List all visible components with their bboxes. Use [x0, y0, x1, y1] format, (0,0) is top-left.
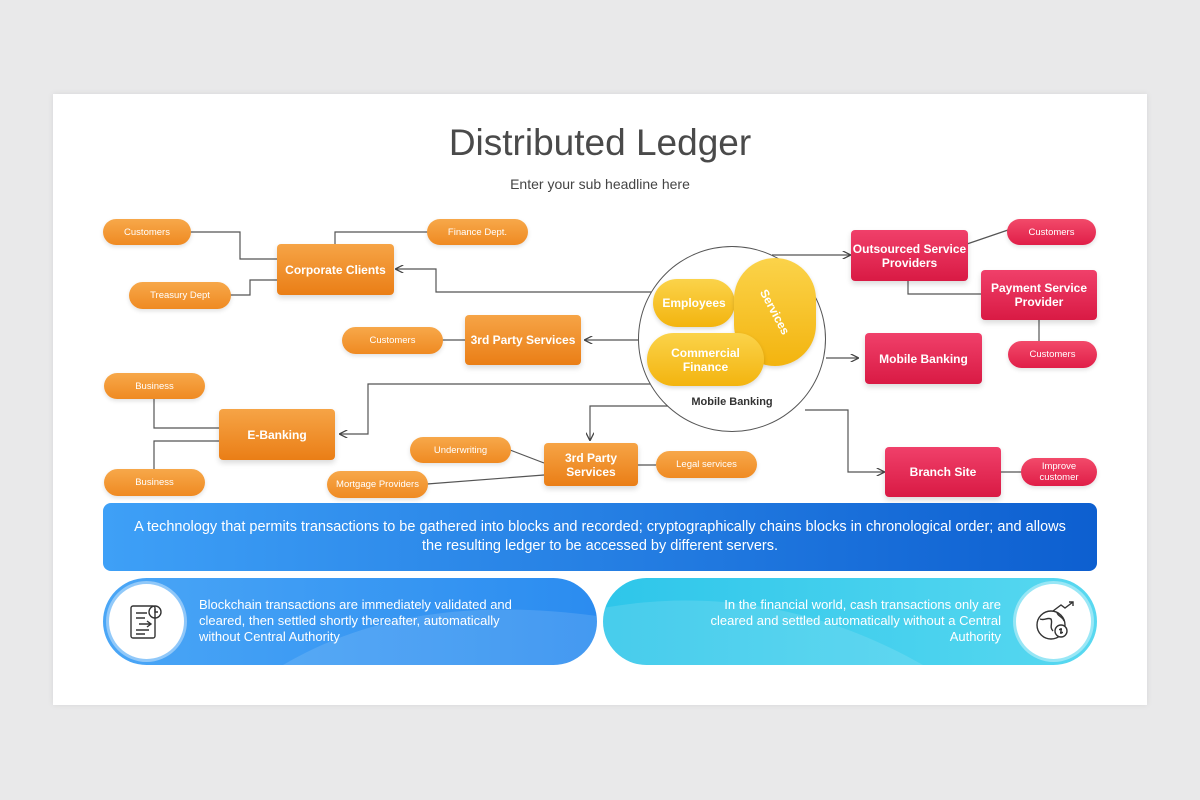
line-outsourced-payment	[907, 280, 982, 295]
node-outsourced-service-providers: Outsourced Service Providers	[851, 230, 968, 281]
node-payment-service-provider: Payment Service Provider	[981, 270, 1097, 320]
ledger-document-icon	[109, 584, 184, 659]
line-customers-corporate	[190, 231, 278, 260]
leaf-customers: Customers	[342, 327, 443, 354]
line-center-ebanking	[340, 383, 650, 434]
node-third-party-services-top: 3rd Party Services	[465, 315, 581, 365]
card-financial-world: In the financial world, cash transaction…	[603, 578, 1097, 665]
line-underwriting-thirdparty	[509, 449, 545, 464]
card-blockchain: Blockchain transactions are immediately …	[103, 578, 597, 665]
page-subtitle: Enter your sub headline here	[510, 176, 690, 192]
center-label: Mobile Banking	[691, 396, 773, 408]
leaf-customers: Customers	[103, 219, 191, 245]
leaf-customers: Customers	[1008, 341, 1097, 368]
description-banner: A technology that permits transactions t…	[103, 503, 1097, 571]
leaf-business: Business	[104, 469, 205, 496]
leaf-customers: Customers	[1007, 219, 1096, 245]
line-business-ebanking-top	[153, 398, 220, 429]
leaf-finance-dept: Finance Dept.	[427, 219, 528, 245]
leaf-improve-customer: Improve customer	[1021, 458, 1097, 486]
line-center-corporate	[396, 269, 652, 293]
leaf-underwriting: Underwriting	[410, 437, 511, 463]
line-business-ebanking-bottom	[153, 440, 220, 470]
center-employees: Employees	[653, 279, 735, 327]
node-third-party-services-bottom: 3rd Party Services	[544, 443, 638, 486]
node-branch-site: Branch Site	[885, 447, 1001, 497]
center-services-label: Services	[757, 286, 793, 338]
leaf-legal-services: Legal services	[656, 451, 757, 478]
globe-growth-icon	[1016, 584, 1091, 659]
line-mortgage-thirdparty	[426, 474, 545, 485]
card-blockchain-text: Blockchain transactions are immediately …	[199, 597, 512, 644]
banner-text: A technology that permits transactions t…	[134, 519, 1066, 554]
card-wave-decor	[283, 609, 597, 665]
center-commercial-finance: Commercial Finance	[647, 333, 764, 386]
line-center-branch	[805, 409, 884, 472]
node-mobile-banking: Mobile Banking	[865, 333, 982, 384]
node-e-banking: E-Banking	[219, 409, 335, 460]
page-title: Distributed Ledger	[448, 122, 752, 163]
line-customers-outsourced	[966, 229, 1009, 245]
card-financial-world-text: In the financial world, cash transaction…	[710, 597, 1002, 644]
leaf-treasury-dept: Treasury Dept	[129, 282, 231, 309]
leaf-business: Business	[104, 373, 205, 399]
line-treasury-corporate	[230, 279, 278, 296]
node-corporate-clients: Corporate Clients	[277, 244, 394, 295]
line-finance-corporate	[334, 231, 428, 244]
card-wave-decor	[603, 600, 923, 665]
leaf-mortgage-providers: Mortgage Providers	[327, 471, 428, 498]
